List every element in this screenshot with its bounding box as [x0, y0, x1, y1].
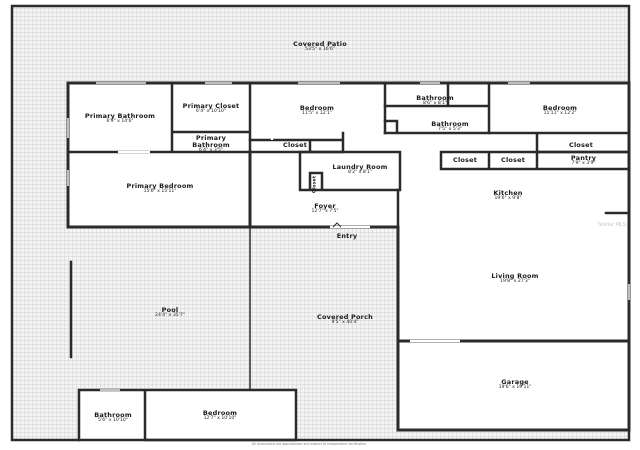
room-bathroom-mid: Bathroom 7'5" x 5'3"	[400, 121, 500, 133]
room-dimensions: 19'6" x 9'8"	[494, 195, 522, 201]
room-kitchen: Kitchen 19'6" x 9'8"	[468, 190, 548, 202]
room-name: Bathroom	[416, 94, 454, 102]
area-covered-porch: Covered Porch 9'5" x 40'4"	[300, 314, 390, 326]
foyer-walls	[396, 188, 631, 229]
room-bathroom-top: Bathroom 8'6" x 8'1"	[385, 95, 485, 107]
room-covered-patio: Covered Patio 53'5" x 16'6"	[260, 41, 380, 53]
bottom-rooms-walls	[77, 388, 298, 442]
room-foyer: Foyer 12'7" x 7'5"	[285, 203, 365, 215]
area-pool: Pool 24'4" x 35'7"	[130, 307, 210, 319]
room-name: Primary Closet	[182, 102, 240, 110]
room-name: Closet	[452, 156, 478, 164]
room-dimensions: 7'9" x 3'9"	[571, 160, 596, 166]
room-dimensions: 12'7" x 10'10"	[203, 415, 237, 421]
room-bathroom-bottom: Bathroom 5'6" x 10'10"	[82, 412, 144, 424]
entry-door	[332, 222, 342, 228]
room-name: Closet	[312, 175, 318, 194]
room-name: Entry	[336, 232, 358, 240]
room-garage: Garage 19'6" x 19'11"	[475, 379, 555, 391]
room-closet-kitchen-mid: Closet	[489, 157, 537, 164]
room-closet-right: Closet	[556, 142, 606, 149]
room-pantry: Pantry 7'9" x 3'9"	[556, 155, 611, 167]
room-name: Closet	[500, 156, 526, 164]
room-dimensions: 24'4" x 35'7"	[155, 312, 185, 318]
room-name: Bedroom	[542, 104, 578, 112]
room-bedroom-bottom: Bedroom 12'7" x 10'10"	[180, 410, 260, 422]
room-bedroom-center: Bedroom 11'5" x 12'1"	[262, 105, 372, 117]
room-primary-closet: Primary Closet 6'4" x 10'10"	[172, 103, 250, 115]
room-name: Bathroom	[94, 411, 132, 419]
room-closet-center: Closet	[265, 142, 325, 149]
room-closet-kitchen-left: Closet	[441, 157, 489, 164]
room-name: Foyer	[314, 202, 336, 210]
room-laundry: Laundry Room 8'2" x 8'1"	[320, 164, 400, 176]
room-dimensions: 19'8" x 27'3"	[500, 278, 530, 284]
room-name: Primary Bathroom	[192, 134, 230, 149]
entry-label: Entry	[327, 233, 367, 240]
room-dimensions: 6'9" x 14'6"	[106, 118, 134, 124]
room-dimensions: 19'6" x 19'11"	[498, 384, 532, 390]
room-name: Bedroom	[202, 409, 238, 417]
room-dimensions: 5'6" x 10'10"	[98, 417, 128, 423]
footer-note: All dimensions are approximate and subje…	[252, 442, 368, 446]
room-living: Living Room 19'8" x 27'3"	[470, 273, 560, 285]
room-dimensions: 11'11" x 12'2"	[543, 110, 577, 116]
kitchen-closets-walls	[439, 150, 631, 171]
watermark: Stellar MLS	[598, 222, 626, 228]
room-dimensions: 8'6" x 8'1"	[422, 100, 448, 106]
room-laundry-closet: Closet	[312, 173, 319, 195]
room-dimensions: 11'5" x 12'1"	[302, 110, 332, 116]
room-name: Closet	[568, 141, 594, 149]
room-dimensions: 15'6" x 15'11"	[143, 188, 177, 194]
room-dimensions: 12'7" x 7'5"	[311, 208, 339, 214]
room-name: Pool	[161, 306, 179, 314]
room-name: Bedroom	[299, 104, 335, 112]
primary-suite-walls	[66, 81, 252, 154]
room-name: Pantry	[570, 154, 597, 162]
house-exterior-wall	[66, 81, 631, 432]
room-primary-bathroom-small: Primary Bathroom 6'4" x 3'5"	[172, 135, 250, 153]
room-name: Primary Bedroom	[126, 182, 194, 190]
room-name: Primary Bathroom	[84, 112, 156, 120]
bottom-rooms-floor	[79, 390, 296, 440]
room-bedroom-right: Bedroom 11'11" x 12'2"	[500, 105, 620, 117]
room-dimensions: 9'5" x 40'4"	[331, 319, 359, 325]
room-dimensions: 53'5" x 16'6"	[305, 46, 335, 52]
room-name: Laundry Room	[332, 163, 388, 171]
room-dimensions: 6'4" x 3'5"	[198, 147, 224, 153]
room-name: Garage	[501, 378, 529, 386]
room-name: Kitchen	[493, 189, 523, 197]
room-dimensions: 7'5" x 5'3"	[437, 126, 463, 132]
room-dimensions: 8'2" x 8'1"	[347, 169, 373, 175]
room-name: Living Room	[491, 272, 539, 280]
laundry-walls	[298, 150, 402, 192]
bath-walls	[383, 81, 491, 135]
room-dimensions: 6'4" x 10'10"	[196, 108, 226, 114]
room-name: Covered Patio	[293, 40, 347, 48]
room-primary-bathroom: Primary Bathroom 6'9" x 14'6"	[80, 113, 160, 125]
room-name: Covered Porch	[317, 313, 373, 321]
room-primary-bedroom: Primary Bedroom 15'6" x 15'11"	[105, 183, 215, 195]
bedroom-center-walls	[248, 81, 387, 154]
room-name: Closet	[282, 141, 308, 149]
room-name: Bathroom	[431, 120, 469, 128]
